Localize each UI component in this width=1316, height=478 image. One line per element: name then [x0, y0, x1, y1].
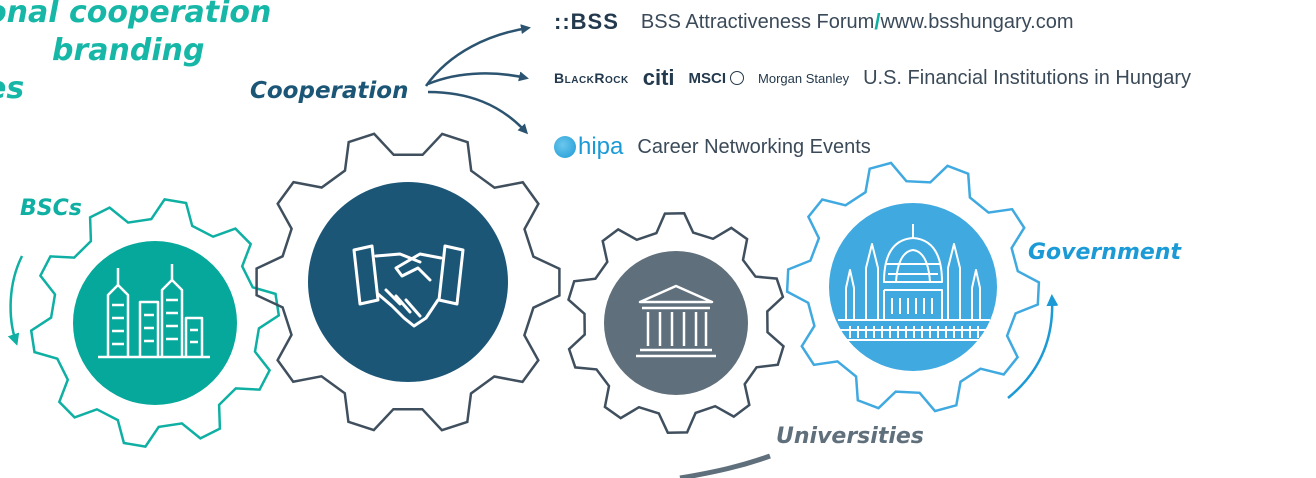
heading-line-2: branding [52, 33, 205, 68]
handshake-icon [352, 244, 465, 328]
hipa-globe-icon [554, 136, 576, 158]
bss-slash: / [874, 9, 881, 34]
bscs-rotation-arrow [7, 255, 24, 346]
parliament-icon [838, 224, 990, 341]
buildings-icon [98, 264, 210, 359]
institution-icon [636, 284, 716, 358]
us-institutions-text: U.S. Financial Institutions in Hungary [863, 66, 1192, 89]
connector-arrows [424, 24, 531, 135]
universities-disc [604, 251, 748, 395]
bscs-disc [73, 241, 237, 405]
partner-row-us-institutions: BlackRock citi MSCI Morgan Stanley U.S. … [554, 64, 1191, 92]
msci-globe-icon [730, 71, 745, 85]
bss-forum-text: BSS Attractiveness Forum [640, 10, 875, 33]
arrow-to-us-institutions [427, 71, 529, 86]
career-events-text: Career Networking Events [637, 135, 871, 158]
morgan-stanley-logo: Morgan Stanley [758, 70, 850, 86]
government-rotation-arrow [1007, 294, 1059, 399]
government-label: Government [1028, 240, 1181, 265]
arrow-to-hipa [427, 90, 529, 135]
bss-url-text: www.bsshungary.com [880, 10, 1074, 33]
arrow-to-bss [424, 24, 531, 87]
universities-label: Universities [776, 424, 924, 449]
citi-logo: citi [642, 65, 675, 90]
bscs-label: BSCs [20, 196, 82, 221]
cooperation-disc [308, 182, 508, 382]
cooperation-label: Cooperation [250, 78, 409, 104]
government-gear [785, 161, 1041, 413]
bscs-gear [29, 198, 281, 448]
heading-line-1: onal cooperation [0, 0, 272, 30]
partner-row-bss: ::BSS BSS Attractiveness Forum / www.bss… [554, 9, 1073, 35]
cooperation-gear [255, 132, 561, 432]
universities-rotation-arrow [679, 453, 771, 478]
blackrock-logo: BlackRock [554, 70, 629, 86]
heading-line-3: es [0, 71, 25, 106]
bss-logo: ::BSS [554, 9, 619, 34]
partner-row-hipa: hipa Career Networking Events [554, 132, 871, 162]
hipa-logo: hipa [578, 133, 624, 160]
universities-gear [567, 212, 785, 434]
msci-logo: MSCI [688, 69, 727, 87]
heading: onal cooperation branding es [0, 0, 271, 108]
